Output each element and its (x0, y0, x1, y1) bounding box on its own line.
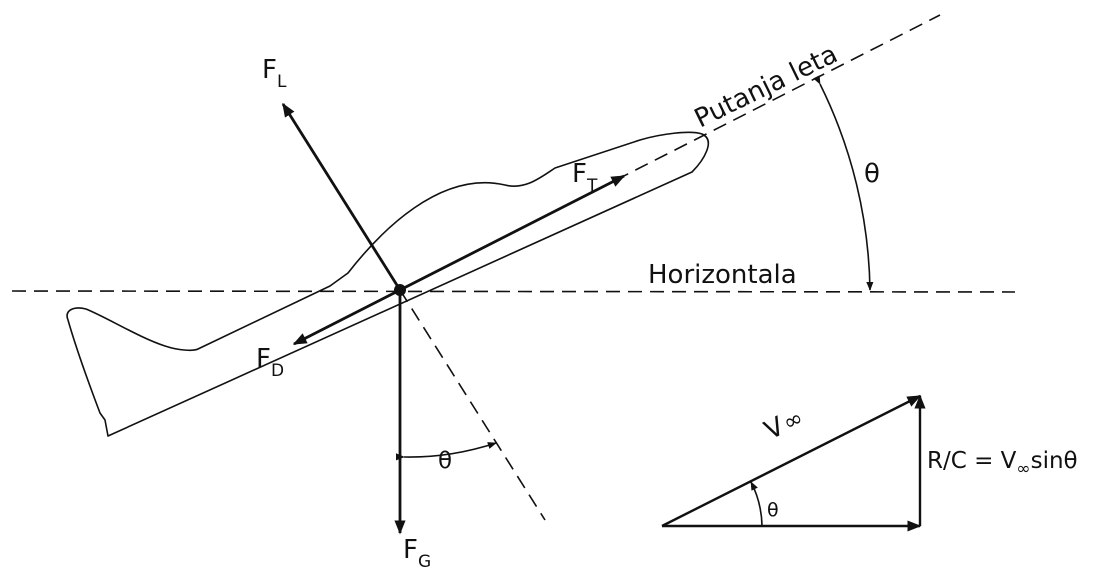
theta-gravity-label: θ (438, 448, 452, 474)
airplane-outline (66, 131, 709, 437)
drag-subscript: D (271, 361, 284, 381)
rate-of-climb-label: R/C = V∞sinθ (927, 448, 1078, 479)
velocity-vector (661, 394, 922, 528)
gravity-subscript: G (418, 552, 431, 572)
theta-angle-arc (813, 75, 874, 291)
gravity-symbol: F (403, 535, 418, 565)
lift-axis-extension (399, 289, 546, 521)
gravity-theta-arc (395, 442, 497, 461)
rate-of-climb-subscript: ∞ (1016, 459, 1030, 479)
lift-symbol: F (262, 55, 277, 85)
thrust-vector (399, 174, 626, 292)
rate-of-climb-lhs: R/C = V (927, 448, 1017, 474)
drag-vector (292, 288, 401, 346)
thrust-label: FT (572, 159, 598, 196)
drag-label: FD (256, 344, 284, 381)
velocity-label: V∞ (760, 402, 808, 446)
thrust-subscript: T (586, 176, 598, 196)
horizontal-reference-line (11, 290, 1016, 293)
theta-main-label: θ (864, 159, 880, 189)
horizontal-label: Horizontala (648, 260, 797, 290)
drag-symbol: F (256, 344, 271, 374)
theta-triangle-label: θ (767, 499, 779, 521)
triangle-theta-arc (750, 481, 763, 527)
gravity-label: FG (403, 535, 431, 572)
lift-label: FL (262, 55, 287, 92)
center-of-gravity (394, 284, 406, 296)
flight-path-label: Putanja leta (690, 39, 843, 134)
thrust-symbol: F (572, 159, 587, 189)
lift-subscript: L (277, 72, 287, 92)
rate-of-climb-rhs: sinθ (1031, 448, 1078, 474)
lift-vector (281, 102, 402, 291)
